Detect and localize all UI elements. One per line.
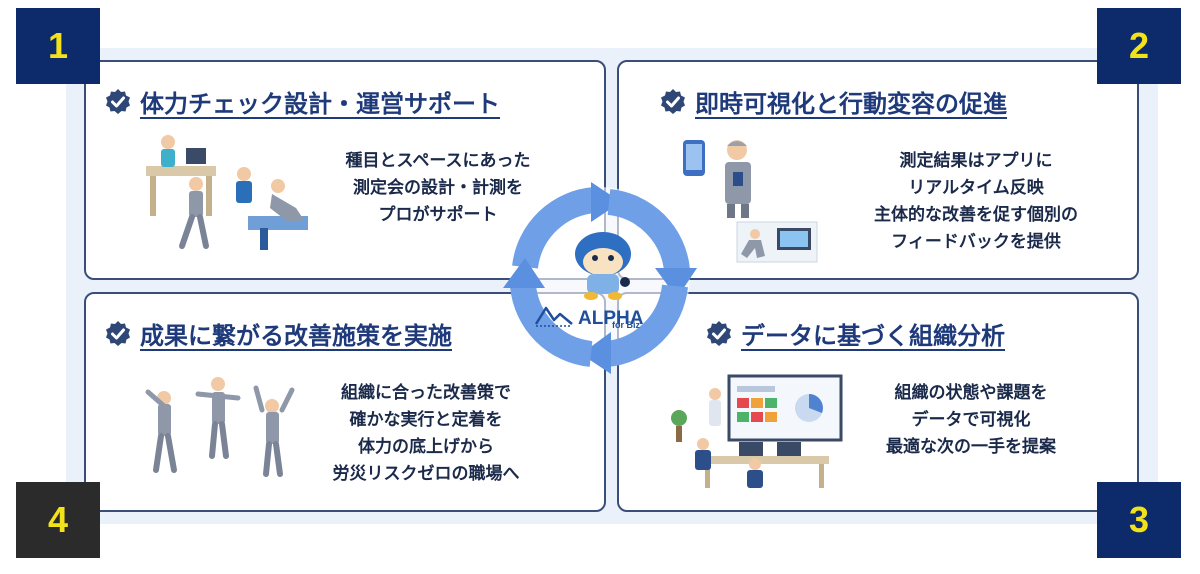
- desc-line: 主体的な改善を促す個別の: [874, 205, 1078, 225]
- step-badge-3: 3: [1097, 482, 1181, 558]
- check-badge-icon: [106, 320, 130, 346]
- card-description: 組織に合った改善策で 確かな実行と定着を 体力の底上げから 労災リスクゼロの職場…: [301, 380, 551, 488]
- desc-line: 確かな実行と定着を: [349, 410, 503, 430]
- card-title-row: 体力チェック設計・運営サポート: [104, 84, 500, 119]
- card-title: 体力チェック設計・運営サポート: [140, 90, 500, 118]
- desc-line: データで可視化: [911, 410, 1031, 430]
- card-description: 種目とスペースにあった 測定会の設計・計測を プロがサポート: [308, 148, 568, 229]
- desc-line: 体力の底上げから: [358, 437, 494, 457]
- app-feedback-illustration: [683, 140, 818, 263]
- card-realtime-visualization: 即時可視化と行動変容の促進 測定結果はアプリに リアルタイム反映 主体的な改善を…: [617, 60, 1139, 280]
- desc-line: 種目とスペースにあった: [345, 151, 531, 171]
- card-description: 組織の状態や課題を データで可視化 最適な次の一手を提案: [831, 380, 1111, 461]
- step-badge-4: 4: [16, 482, 100, 558]
- card-title-row: データに基づく組織分析: [705, 316, 1005, 351]
- card-description: 測定結果はアプリに リアルタイム反映 主体的な改善を促す個別の フィードバックを…: [831, 148, 1121, 256]
- alpha-logo-icon: [534, 306, 573, 327]
- card-improvement-measures: 成果に繋がる改善施策を実施 組織に合った改善策で 確かな実行と定着を 体力の底上…: [84, 292, 606, 512]
- card-title-row: 成果に繋がる改善施策を実施: [104, 316, 452, 351]
- card-title: 即時可視化と行動変容の促進: [695, 90, 1007, 118]
- desc-line: 測定結果はアプリに: [899, 151, 1053, 171]
- data-meeting-illustration: [671, 374, 843, 488]
- desc-line: プロがサポート: [378, 205, 498, 225]
- mascot-icon: [575, 232, 631, 300]
- alpha-logo: ALPHA: [534, 302, 643, 328]
- cycle-arrows-icon: [503, 182, 697, 374]
- desc-line: 測定会の設計・計測を: [353, 178, 523, 198]
- card-data-analysis: データに基づく組織分析 組織の状態や課題を データで可視化 最適な次の一手を提案: [617, 292, 1139, 512]
- desc-line: 組織の状態や課題を: [894, 383, 1048, 403]
- center-cycle: [495, 172, 705, 382]
- stretching-workers-illustration: [145, 377, 295, 477]
- check-badge-icon: [707, 320, 731, 346]
- fitness-measurement-illustration: [146, 135, 308, 250]
- card-title-row: 即時可視化と行動変容の促進: [659, 84, 1007, 119]
- logo-subtext: for Biz: [612, 320, 640, 330]
- step-badge-1: 1: [16, 8, 100, 84]
- check-badge-icon: [106, 88, 130, 114]
- card-fitness-check-support: 体力チェック設計・運営サポート 種目とスペースにあった 測定会の設計・計測を プ…: [84, 60, 606, 280]
- desc-line: リアルタイム反映: [908, 178, 1044, 198]
- step-badge-2: 2: [1097, 8, 1181, 84]
- logo-text: ALPHA: [578, 308, 644, 329]
- desc-line: 組織に合った改善策で: [341, 383, 511, 403]
- desc-line: フィードバックを提供: [891, 232, 1061, 252]
- desc-line: 労災リスクゼロの職場へ: [332, 464, 520, 484]
- desc-line: 最適な次の一手を提案: [886, 437, 1056, 457]
- check-badge-icon: [661, 88, 685, 114]
- card-title: データに基づく組織分析: [741, 322, 1005, 350]
- card-title: 成果に繋がる改善施策を実施: [140, 322, 452, 350]
